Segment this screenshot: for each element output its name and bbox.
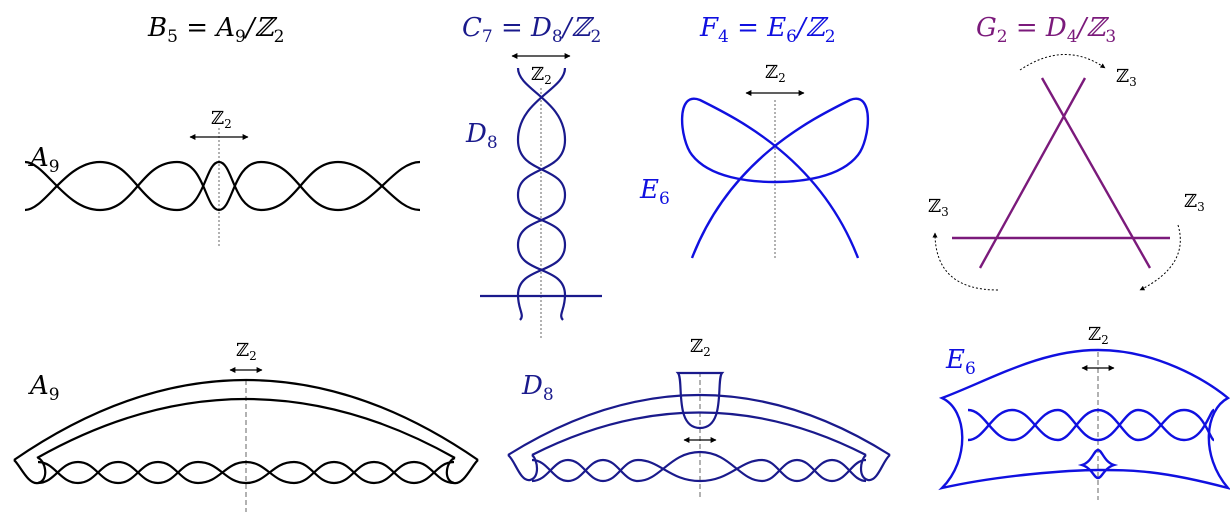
z2-label-d8-bottom: ℤ2 [690, 336, 711, 359]
z3-rotation-arrow-right [1139, 224, 1181, 291]
d8-chain-upper [531, 450, 867, 483]
e6-outer-loop [938, 348, 1230, 491]
label-d8-top: D8 [465, 119, 498, 153]
d8-right-end [859, 454, 891, 482]
d8-left-end [507, 454, 539, 482]
label-e6-top: E6 [639, 175, 670, 209]
e6-chain-lower [967, 408, 1216, 442]
title-f4: F4 = E6/ℤ2 [699, 13, 836, 47]
a9-chain-lower [37, 460, 455, 485]
title-g2: G2 = D4/ℤ3 [976, 13, 1116, 47]
label-a9-bottom: A9 [28, 371, 60, 405]
d8-chain-lower [531, 458, 867, 483]
a9-curve-1 [24, 160, 421, 212]
d8-outer-arc [507, 394, 891, 456]
z2-label-e6-top: ℤ2 [765, 62, 786, 85]
title-c7: C7 = D8/ℤ2 [462, 13, 601, 47]
g2-line-right [1040, 77, 1152, 269]
z3-rotation-arrow-top [1019, 54, 1106, 71]
z2-label-a9-bottom: ℤ2 [236, 340, 257, 363]
z3-label-right: ℤ3 [1184, 191, 1205, 214]
e6-curve [680, 97, 870, 259]
label-d8-bottom: D8 [521, 371, 554, 405]
g2-line-left [978, 77, 1087, 269]
z2-label-a9-top: ℤ2 [211, 108, 232, 131]
z3-label-top: ℤ3 [1116, 66, 1137, 89]
a9-outer-arc [13, 378, 479, 461]
a9-chain-upper [37, 460, 455, 485]
z3-rotation-arrow-left [932, 232, 999, 291]
title-b5: B5 = A9/ℤ2 [147, 13, 284, 47]
e6-chain-upper [967, 408, 1216, 442]
a9-inner-arc [36, 397, 456, 459]
label-e6-bottom: E6 [945, 345, 976, 379]
z3-label-left: ℤ3 [928, 196, 949, 219]
d8-inner-arc [531, 411, 867, 456]
a9-curve-2 [24, 160, 421, 212]
e6-center-node [1077, 448, 1119, 480]
z2-label-d8-top: ℤ2 [531, 64, 552, 87]
d8-top-cup [675, 371, 725, 430]
z2-label-e6-bottom: ℤ2 [1088, 324, 1109, 347]
